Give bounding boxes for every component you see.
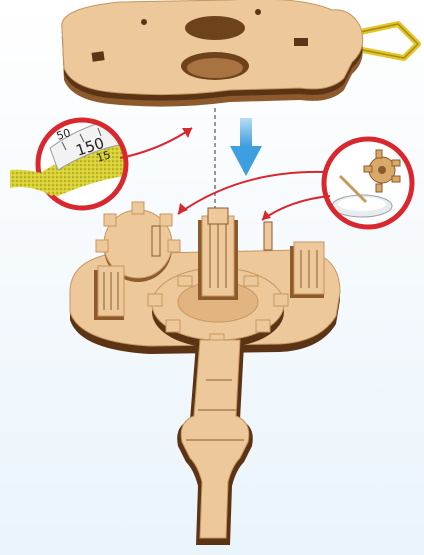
left-comb-piece <box>94 266 124 320</box>
center-shaft <box>198 208 238 300</box>
right-peg <box>264 222 272 250</box>
right-comb-piece <box>290 242 324 298</box>
glue-bowl-callout-icon <box>324 139 412 227</box>
top-plate <box>62 0 363 107</box>
left-peg <box>152 226 160 256</box>
